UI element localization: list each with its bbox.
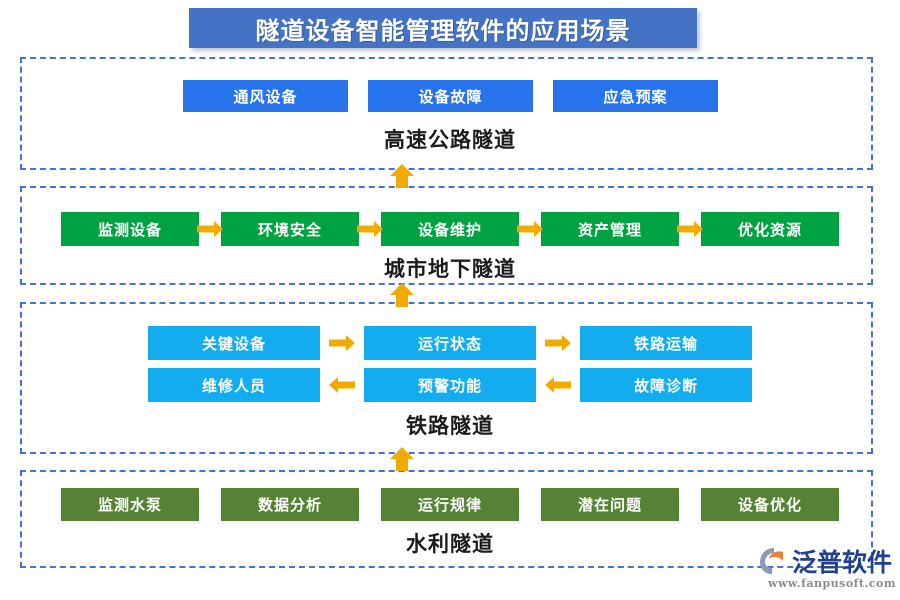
process-node[interactable]: 故障诊断 [580,368,752,402]
scene-label: 高速公路隧道 [384,127,516,152]
scene-row: 关键设备 运行状态 铁路运输 [148,326,752,360]
scene-panel-urban [20,186,873,285]
scene-panel-hydro [20,470,873,568]
page-title-bar: 隧道设备智能管理软件的应用场景 [189,8,697,48]
process-node[interactable]: 应急预案 [553,80,718,112]
process-node[interactable]: 维修人员 [148,368,320,402]
flow-arrow-left [327,374,357,396]
scene-label: 铁路隧道 [406,413,494,438]
scene-connector-arrow-up [389,163,415,189]
process-node[interactable]: 监测设备 [61,212,199,246]
process-node[interactable]: 运行规律 [381,488,519,521]
scene-row: 通风设备设备故障应急预案 [183,80,718,112]
flow-arrow-right [327,332,357,354]
scene-panel-railway [20,302,873,454]
scene-connector-arrow-up [389,282,415,308]
process-node[interactable]: 环境安全 [221,212,359,246]
brand-url: www.fanpusoft.com [767,577,896,590]
scene-label: 水利隧道 [406,531,494,556]
flow-arrow-right [675,218,705,240]
scene-connector-arrow-up [389,446,415,472]
process-node[interactable]: 预警功能 [364,368,536,402]
flow-arrow-right [543,332,573,354]
process-node[interactable]: 通风设备 [183,80,348,112]
fanpu-logo-icon [758,546,790,576]
scene-label: 城市地下隧道 [384,256,516,281]
process-node[interactable]: 数据分析 [221,488,359,521]
process-node[interactable]: 设备优化 [701,488,839,521]
flow-arrow-left [543,374,573,396]
page-title: 隧道设备智能管理软件的应用场景 [255,16,631,45]
flow-arrow-right [515,218,545,240]
scene-row: 维修人员 预警功能 故障诊断 [148,368,752,402]
scene-row: 监测设备环境安全设备维护资产管理优化资源 [61,212,839,246]
flow-arrow-right [195,218,225,240]
process-node[interactable]: 运行状态 [364,326,536,360]
brand-name: 泛普软件 [792,548,893,577]
process-node[interactable]: 关键设备 [148,326,320,360]
process-node[interactable]: 铁路运输 [580,326,752,360]
process-node[interactable]: 设备故障 [368,80,533,112]
process-node[interactable]: 优化资源 [701,212,839,246]
process-node[interactable]: 资产管理 [541,212,679,246]
process-node[interactable]: 监测水泵 [61,488,199,521]
flow-arrow-right [355,218,385,240]
process-node[interactable]: 设备维护 [381,212,519,246]
scene-panel-highway [20,57,873,170]
brand-logo: 泛普软件 www.fanpusoft.com [758,545,898,595]
scene-row: 监测水泵数据分析运行规律潜在问题设备优化 [61,488,839,521]
process-node[interactable]: 潜在问题 [541,488,679,521]
